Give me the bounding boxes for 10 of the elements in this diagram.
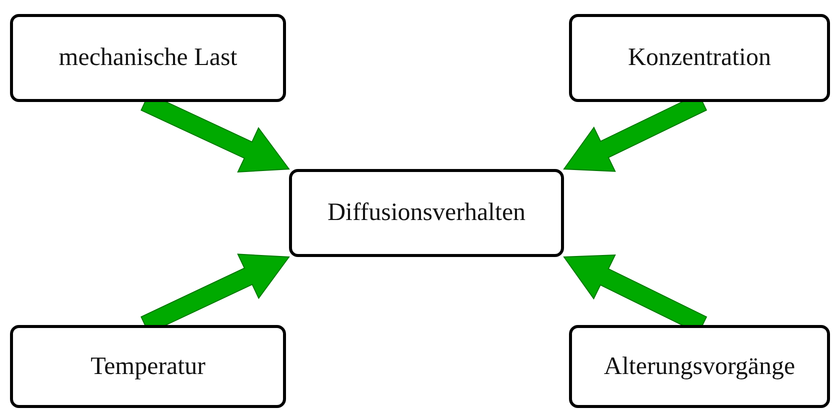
process-box (10, 14, 286, 102)
process-box (10, 325, 286, 408)
process-box (569, 14, 830, 102)
box-label: Alterungsvorgänge (604, 352, 796, 380)
box-label: Temperatur (90, 352, 206, 380)
process-box (569, 325, 830, 408)
box-label: Konzentration (628, 44, 771, 72)
box-label: mechanische Last (58, 44, 238, 72)
process-box (289, 169, 564, 257)
box-label: Diffusionsverhalten (327, 199, 526, 227)
